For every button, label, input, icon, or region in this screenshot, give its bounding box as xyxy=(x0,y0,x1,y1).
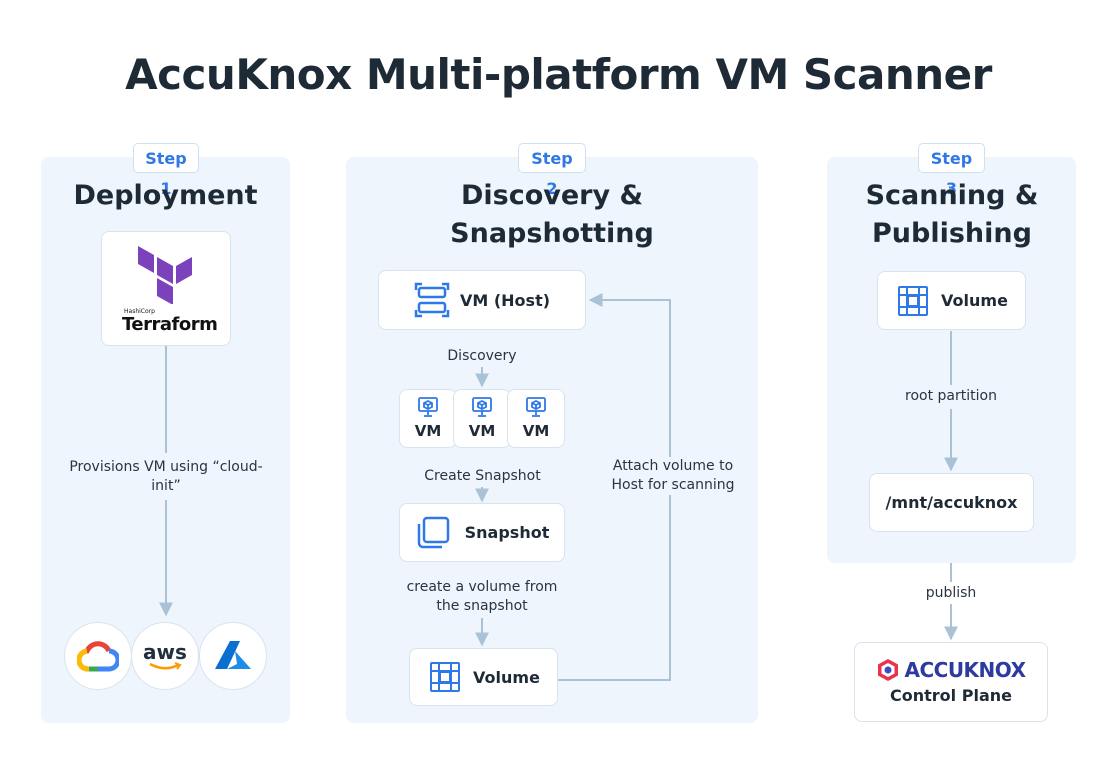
vm-node-2: VM xyxy=(453,389,511,448)
step2-volume-node: Volume xyxy=(409,648,558,706)
mount-label: /mnt/accuknox xyxy=(885,493,1018,512)
control-plane-label: Control Plane xyxy=(890,686,1012,705)
vm-node-1: VM xyxy=(399,389,457,448)
vm-node-3: VM xyxy=(507,389,565,448)
azure-circle xyxy=(199,622,267,690)
terraform-label: Terraform xyxy=(122,314,218,335)
volume-cube-icon xyxy=(430,662,461,692)
accuknox-logo-icon xyxy=(878,659,899,681)
gcp-circle xyxy=(64,622,132,690)
attach-edge-label: Attach volume to Host for scanning xyxy=(603,457,743,495)
step3-volume-label: Volume xyxy=(941,291,1008,310)
step3-badge: Step 3 xyxy=(918,143,985,198)
provision-edge-label: Provisions VM using “cloud-init” xyxy=(62,458,270,496)
mount-node: /mnt/accuknox xyxy=(869,473,1034,532)
page-title: AccuKnox Multi-platform VM Scanner xyxy=(125,50,992,99)
terraform-logo-icon xyxy=(138,246,192,304)
publish-edge-label: publish xyxy=(910,584,992,603)
control-plane-node: ACCUKNOX Control Plane xyxy=(854,642,1048,722)
vm-label: VM xyxy=(414,422,442,440)
root-partition-edge-label: root partition xyxy=(890,387,1012,406)
snapshot-label: Snapshot xyxy=(464,523,550,542)
snapshot-node: Snapshot xyxy=(399,503,565,562)
google-cloud-icon xyxy=(77,641,119,672)
vm-monitor-icon xyxy=(526,397,546,417)
discovery-edge-label: Discovery xyxy=(432,347,532,366)
vm-host-node: VM (Host) xyxy=(378,270,586,330)
step3-volume-node: Volume xyxy=(877,271,1026,330)
step3-title: Scanning & Publishing xyxy=(865,180,1039,249)
accuknox-brand: ACCUKNOX xyxy=(904,658,1026,682)
create-snapshot-edge-label: Create Snapshot xyxy=(410,467,555,486)
vm-monitor-icon xyxy=(472,397,492,417)
step2-volume-label: Volume xyxy=(473,667,540,687)
vm-label: VM xyxy=(522,422,550,440)
vm-label: VM xyxy=(468,422,496,440)
terraform-card: HashiCorp Terraform xyxy=(101,231,231,346)
step2-badge: Step 2 xyxy=(518,143,586,198)
aws-smile-icon xyxy=(149,661,182,670)
snapshot-icon xyxy=(417,516,449,548)
aws-circle: aws xyxy=(131,622,199,690)
vm-monitor-icon xyxy=(418,397,438,417)
terraform-small-label: HashiCorp xyxy=(124,308,155,315)
vm-host-label: VM (Host) xyxy=(459,290,551,310)
create-volume-edge-label: create a volume from the snapshot xyxy=(402,578,562,616)
volume-cube-icon xyxy=(898,285,929,316)
azure-icon xyxy=(215,641,251,669)
server-icon xyxy=(414,282,450,318)
step2-title: Discovery & Snapshotting xyxy=(450,180,654,249)
aws-icon: aws xyxy=(143,639,187,664)
step1-title: Deployment xyxy=(73,180,258,211)
step1-badge: Step 1 xyxy=(133,143,199,198)
